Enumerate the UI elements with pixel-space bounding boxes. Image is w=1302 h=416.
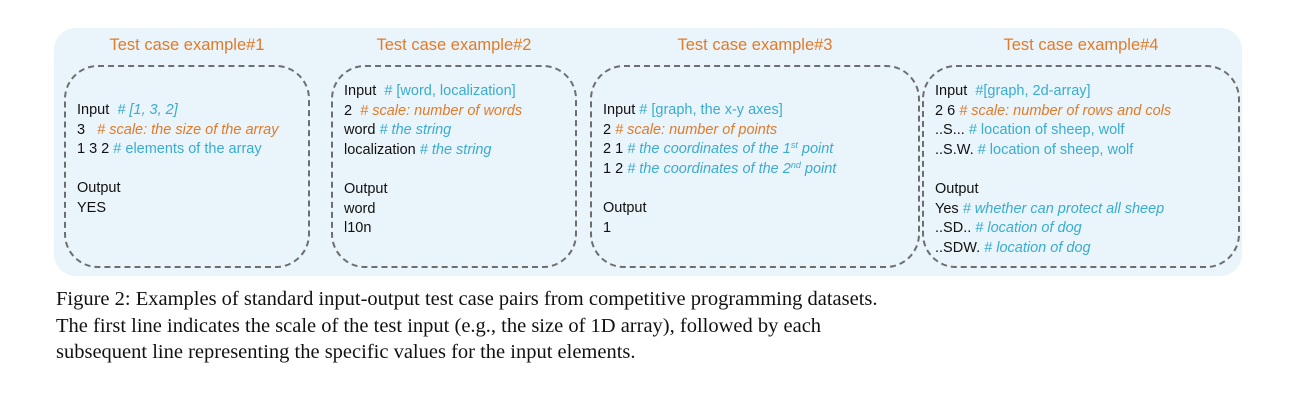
code-line xyxy=(344,160,522,180)
test-case-2: Test case example#2 Input # [word, local… xyxy=(331,28,577,276)
test-case-3-box: Input # [graph, the x-y axes]2 # scale: … xyxy=(590,65,920,268)
code-text: YES xyxy=(77,199,107,216)
code-line: Output xyxy=(603,199,836,219)
code-comment: # scale: the size of the array xyxy=(97,121,279,138)
code-comment: point xyxy=(797,141,834,158)
test-case-3-lines: Input # [graph, the x-y axes]2 # scale: … xyxy=(603,101,836,238)
code-line: 1 2 # the coordinates of the 2nd point xyxy=(603,160,836,180)
ordinal-superscript: st xyxy=(790,140,798,151)
code-text: 2 xyxy=(603,121,616,138)
test-case-1: Test case example#1 Input # [1, 3, 2]3 #… xyxy=(64,28,310,276)
code-line xyxy=(935,160,1171,180)
code-line: 3 # scale: the size of the array xyxy=(77,121,279,141)
code-text: ..SDW. xyxy=(935,239,985,256)
code-line: 2 # scale: number of words xyxy=(344,102,522,122)
test-case-2-lines: Input # [word, localization]2 # scale: n… xyxy=(344,82,522,239)
code-comment: # elements of the array xyxy=(113,141,262,158)
code-comment: # whether can protect all sheep xyxy=(962,200,1165,217)
code-line: Output xyxy=(935,180,1171,200)
test-case-1-lines: Input # [1, 3, 2]3 # scale: the size of … xyxy=(77,101,279,219)
code-comment: # [word, localization] xyxy=(384,83,516,99)
code-comment: # [graph, the x-y axes] xyxy=(639,102,783,118)
code-comment: # location of sheep, wolf xyxy=(977,141,1134,158)
code-comment: # the coordinates of the 2 xyxy=(627,160,791,177)
caption-line-3: subsequent line representing the specifi… xyxy=(56,341,636,363)
code-text: ..S.W. xyxy=(935,141,978,158)
test-case-4-box: Input #[graph, 2d-array]2 6 # scale: num… xyxy=(922,65,1240,268)
code-text: Input xyxy=(77,102,118,118)
code-text: Output xyxy=(77,180,121,197)
code-line: Output xyxy=(77,179,279,199)
code-line: ..S.W. # location of sheep, wolf xyxy=(935,141,1171,161)
code-line: 2 6 # scale: number of rows and cols xyxy=(935,102,1171,122)
code-line: ..S... # location of sheep, wolf xyxy=(935,121,1171,141)
code-text: Input xyxy=(935,83,976,99)
code-line: Output xyxy=(344,180,522,200)
code-text: Output xyxy=(935,180,979,197)
test-case-2-box: Input # [word, localization]2 # scale: n… xyxy=(331,65,577,268)
code-text: 1 3 2 xyxy=(77,141,114,158)
code-comment: # scale: number of words xyxy=(360,102,523,119)
code-line xyxy=(603,179,836,199)
code-text: Output xyxy=(603,199,647,216)
caption-line-1: Figure 2: Examples of standard input-out… xyxy=(56,288,878,310)
code-line: Yes # whether can protect all sheep xyxy=(935,200,1171,220)
code-line: word # the string xyxy=(344,121,522,141)
test-case-3-title: Test case example#3 xyxy=(677,36,833,54)
code-comment: # scale: number of rows and cols xyxy=(959,102,1172,119)
code-text: Input xyxy=(344,83,385,99)
test-case-4-lines: Input #[graph, 2d-array]2 6 # scale: num… xyxy=(935,82,1171,258)
figure-caption: Figure 2: Examples of standard input-out… xyxy=(56,286,1248,366)
code-text: 2 1 xyxy=(603,141,628,158)
code-line: Input # [graph, the x-y axes] xyxy=(603,101,836,121)
code-text: ..SD.. xyxy=(935,220,976,237)
code-text: 1 xyxy=(603,219,612,236)
code-text: l10n xyxy=(344,220,372,237)
test-case-4: Test case example#4 Input #[graph, 2d-ar… xyxy=(922,28,1240,276)
code-comment: point xyxy=(800,160,837,177)
code-line: Input #[graph, 2d-array] xyxy=(935,82,1171,102)
code-line: Input # [1, 3, 2] xyxy=(77,101,279,121)
code-line: localization # the string xyxy=(344,141,522,161)
test-case-panel: Test case example#1 Input # [1, 3, 2]3 #… xyxy=(54,28,1242,276)
code-line: YES xyxy=(77,199,279,219)
code-comment: # the coordinates of the 1 xyxy=(627,141,791,158)
code-line: ..SD.. # location of dog xyxy=(935,219,1171,239)
code-text: localization xyxy=(344,141,420,158)
code-text: word xyxy=(344,200,376,217)
code-comment: # location of sheep, wolf xyxy=(968,122,1125,139)
ordinal-superscript: nd xyxy=(790,159,801,170)
test-case-2-title: Test case example#2 xyxy=(376,36,532,54)
test-case-1-title: Test case example#1 xyxy=(109,36,265,54)
code-line: l10n xyxy=(344,219,522,239)
code-line: Input # [word, localization] xyxy=(344,82,522,102)
code-text: ..S... xyxy=(935,122,969,139)
code-line: 2 1 # the coordinates of the 1st point xyxy=(603,140,836,160)
code-text: 3 xyxy=(77,121,98,138)
code-line xyxy=(77,160,279,180)
code-comment: # location of dog xyxy=(975,220,1082,237)
code-comment: # scale: number of points xyxy=(615,121,778,138)
test-case-1-box: Input # [1, 3, 2]3 # scale: the size of … xyxy=(64,65,310,268)
code-comment: # [1, 3, 2] xyxy=(117,102,178,118)
code-text: 2 6 xyxy=(935,102,960,119)
code-comment: # the string xyxy=(419,141,492,158)
code-text: Input xyxy=(603,102,640,118)
code-text: word xyxy=(344,122,380,139)
code-comment: # location of dog xyxy=(984,239,1091,256)
code-line: 1 3 2 # elements of the array xyxy=(77,140,279,160)
code-line: 1 xyxy=(603,219,836,239)
caption-line-2: The first line indicates the scale of th… xyxy=(56,314,822,337)
code-text: 2 xyxy=(344,102,361,119)
test-case-4-title: Test case example#4 xyxy=(1003,36,1159,54)
code-comment: #[graph, 2d-array] xyxy=(975,83,1091,99)
code-line: word xyxy=(344,200,522,220)
code-line: ..SDW. # location of dog xyxy=(935,239,1171,259)
test-case-3: Test case example#3 Input # [graph, the … xyxy=(590,28,920,276)
code-text: Output xyxy=(344,180,388,197)
code-comment: # the string xyxy=(379,122,452,139)
code-text: 1 2 xyxy=(603,160,628,177)
code-text: Yes xyxy=(935,200,963,217)
code-line: 2 # scale: number of points xyxy=(603,121,836,141)
